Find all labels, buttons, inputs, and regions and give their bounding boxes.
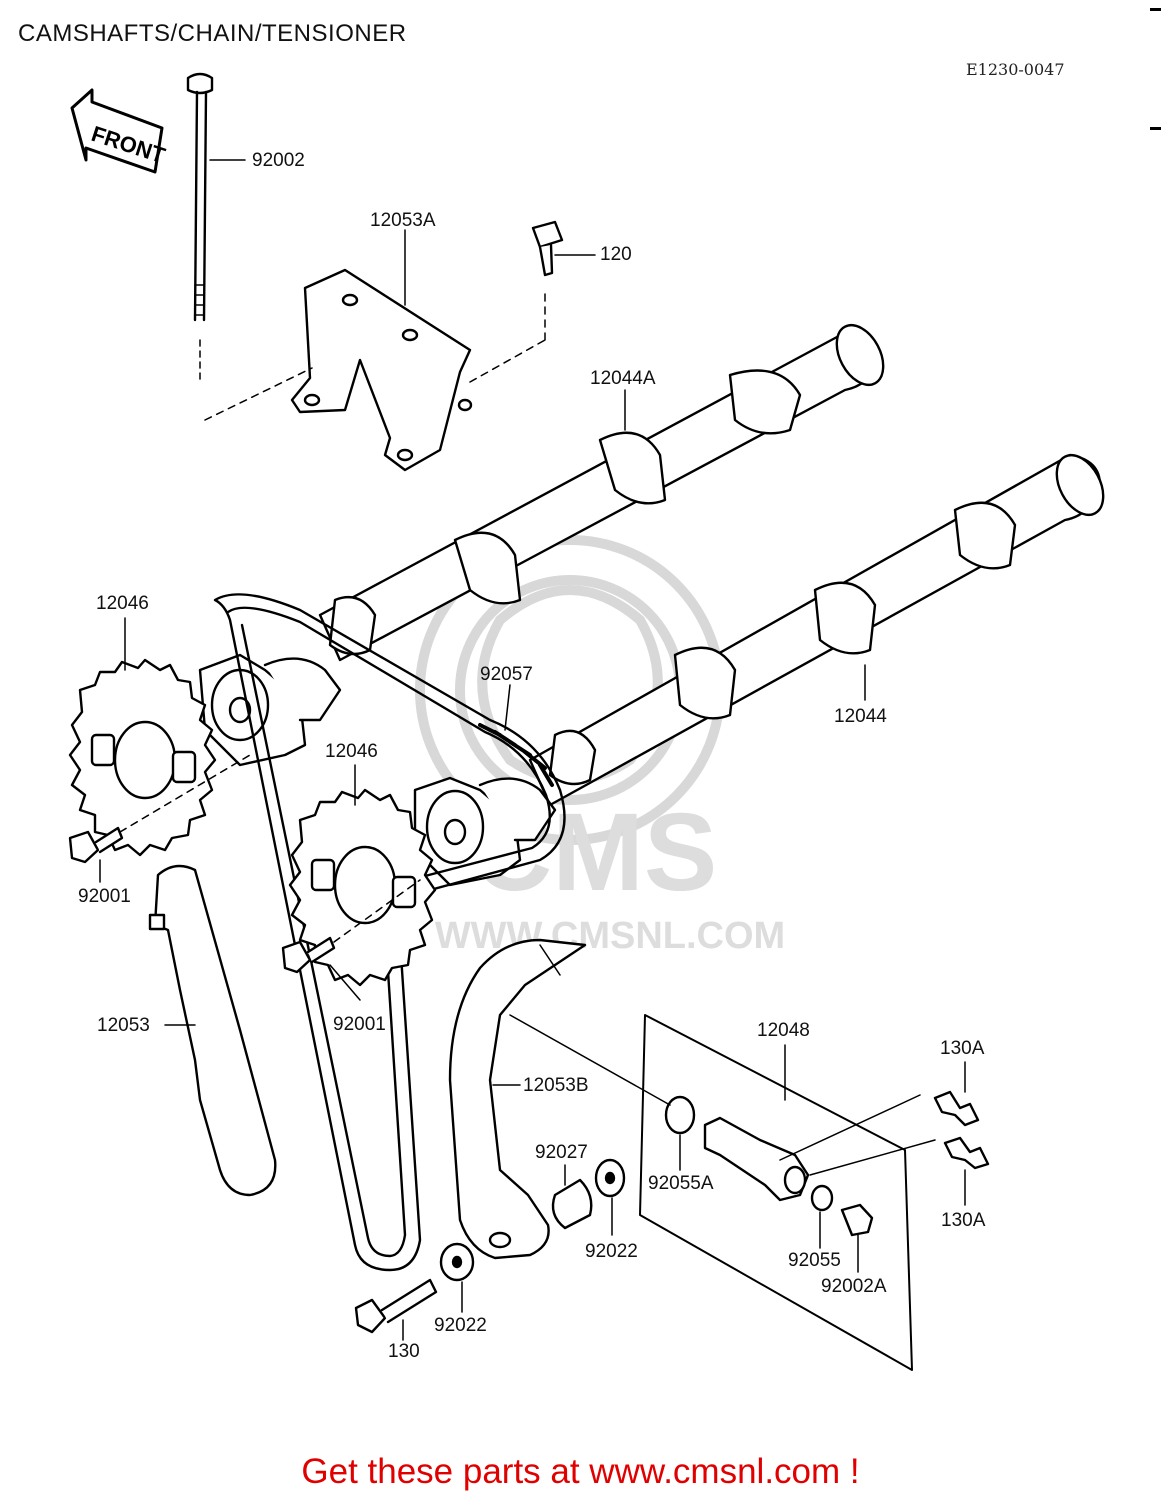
part-label-130A: 130A — [941, 1210, 986, 1231]
part-label-12044A: 12044A — [590, 368, 656, 389]
watermark-site: WWW.CMSNL.COM — [435, 915, 785, 957]
part-label-12044: 12044 — [834, 706, 887, 727]
tensioner-body-12048 — [703, 1116, 810, 1202]
get-parts-link[interactable]: Get these parts at www.cmsnl.com ! — [301, 1452, 860, 1491]
part-label-130: 130 — [388, 1341, 420, 1362]
front-arrow-icon: FRONT — [70, 88, 169, 174]
part-label-92002A: 92002A — [821, 1276, 887, 1297]
camshaft-cap-12053A — [290, 268, 473, 472]
part-label-92002: 92002 — [252, 150, 305, 171]
o-ring-92055 — [810, 1184, 834, 1212]
long-bolt-92002 — [186, 72, 214, 381]
part-label-12046: 12046 — [325, 741, 378, 762]
part-label-130A: 130A — [940, 1038, 985, 1059]
o-ring-92055A — [664, 1095, 696, 1135]
part-label-92055A: 92055A — [648, 1173, 714, 1194]
tensioner-guide-12053B — [448, 938, 587, 1260]
part-label-92027: 92027 — [535, 1142, 588, 1163]
bolt-130A-lower — [943, 1136, 990, 1170]
part-label-12048: 12048 — [757, 1020, 810, 1041]
tensioner-plate-12048 — [639, 1014, 913, 1371]
sprocket-12046-right — [288, 788, 437, 987]
sprocket-hub-upper — [198, 653, 342, 767]
bolt-130 — [354, 1278, 438, 1334]
bolt-130A-upper — [933, 1090, 980, 1127]
part-label-12046: 12046 — [96, 593, 149, 614]
plug-92002A — [840, 1203, 874, 1237]
edge-mark — [1150, 8, 1161, 11]
part-label-92001: 92001 — [333, 1014, 386, 1035]
part-label-12053B: 12053B — [523, 1075, 589, 1096]
part-label-92022: 92022 — [434, 1315, 487, 1336]
diagram-code: E1230-0047 — [966, 60, 1065, 79]
part-label-120: 120 — [600, 244, 632, 265]
part-label-92001: 92001 — [78, 886, 131, 907]
bolt-120 — [531, 220, 564, 277]
chain-guide-12053 — [148, 864, 277, 1197]
part-label-92057: 92057 — [480, 664, 533, 685]
cmsnl-watermark-logo: CMS WWW.CMSNL.COM — [415, 535, 785, 957]
camshaft-12044A — [318, 324, 885, 662]
page-title: CAMSHAFTS/CHAIN/TENSIONER — [18, 20, 407, 47]
sprocket-12046-left — [68, 658, 217, 857]
part-label-92055: 92055 — [788, 1250, 841, 1271]
collar-92027 — [551, 1178, 593, 1230]
sprocket-hub-lower — [413, 776, 557, 887]
bolt-92001-left — [68, 826, 124, 864]
part-label-12053A: 12053A — [370, 210, 436, 231]
part-label-92022: 92022 — [585, 1241, 638, 1262]
camshaft-12044 — [528, 453, 1105, 807]
edge-mark — [1150, 127, 1161, 130]
part-label-12053: 12053 — [97, 1015, 150, 1036]
bolt-92001-right — [281, 936, 336, 974]
